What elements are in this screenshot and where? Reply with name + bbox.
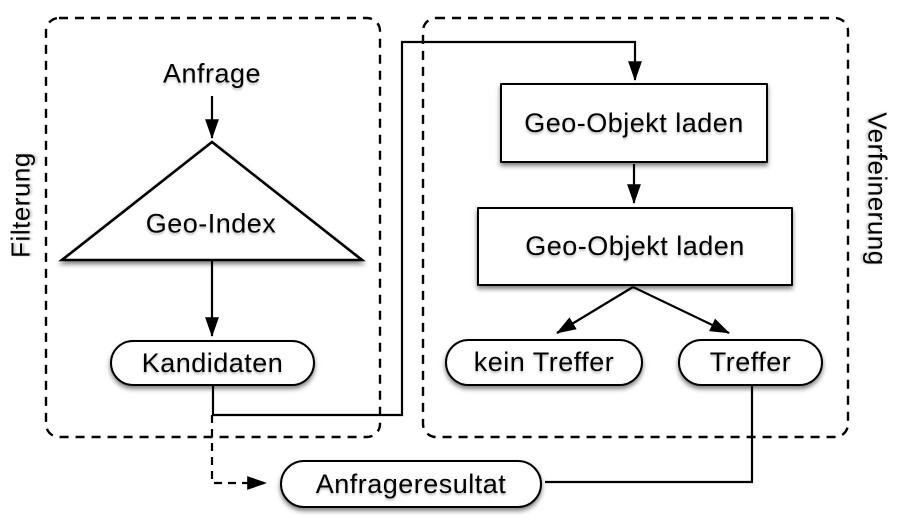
query-label: Anfrage — [162, 58, 262, 89]
load-step-1-label: Geo-Objekt laden — [524, 107, 744, 138]
arrow-load2-to-hit — [632, 286, 730, 334]
geo-index-triangle — [58, 140, 366, 262]
hit-node: Treffer — [678, 339, 823, 386]
geo-index-label: Geo-Index — [145, 208, 277, 239]
hit-label: Treffer — [709, 347, 792, 377]
load-step-2-node: Geo-Objekt laden — [477, 207, 793, 286]
arrow-load2-to-no-hit — [556, 286, 634, 334]
dashed-connector-candidates-to-result — [210, 415, 267, 490]
refinement-group-box — [421, 16, 850, 439]
filtering-group-label: Filterung — [5, 152, 36, 258]
query-result-label: Anfrageresultat — [315, 468, 507, 499]
connector-hit-to-result — [545, 386, 754, 484]
connector-candidates-to-load1 — [211, 40, 642, 417]
load-step-1-node: Geo-Objekt laden — [500, 83, 768, 163]
candidates-node: Kandidaten — [110, 340, 315, 386]
filtering-group-box — [44, 16, 382, 439]
refinement-group-label: Verfeinerung — [862, 112, 893, 266]
candidates-label: Kandidaten — [141, 347, 284, 378]
no-hit-label: kein Treffer — [473, 347, 615, 377]
load-step-2-label: Geo-Objekt laden — [525, 231, 745, 261]
no-hit-node: kein Treffer — [445, 339, 643, 386]
query-result-node: Anfrageresultat — [280, 460, 542, 508]
